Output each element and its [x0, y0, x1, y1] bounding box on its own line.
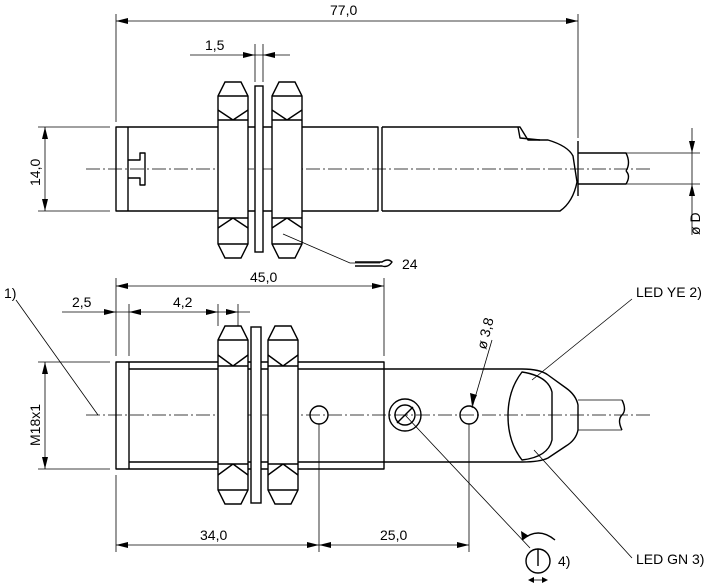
dim-25s-arrow-r [129, 309, 141, 315]
led-dia-arrow [470, 393, 477, 406]
dim-m18-label: M18x1 [27, 404, 43, 446]
bottom-nut-left [217, 325, 249, 505]
dim-34-label: 34,0 [200, 527, 227, 543]
dim-25b-arrow-l [319, 542, 331, 548]
top-housing-slot [128, 152, 146, 186]
wrench-size-label: 24 [402, 256, 418, 272]
dim-15-label: 1,5 [205, 37, 225, 53]
dim-d-arrow-b [689, 184, 695, 196]
dim-45-arrow-l [116, 283, 128, 289]
bottom-cable-break [618, 399, 626, 431]
dim-42-label: 4,2 [173, 294, 193, 310]
bottom-view: 1) 45,0 2,5 4,2 ø 3,8 LED YE 2) [4, 269, 704, 583]
led-gn-leader [533, 449, 633, 559]
bottom-nut-right [267, 325, 299, 505]
dim-45-label: 45,0 [250, 269, 277, 285]
bottom-washer [250, 326, 262, 504]
dim-m18-arrow-b [42, 457, 48, 469]
top-rear-notch [517, 126, 541, 141]
note-4-label: 4) [558, 553, 570, 569]
potentiometer-inner [394, 404, 416, 426]
dim-77-arrow-l [116, 18, 128, 24]
bottom-housing [115, 361, 385, 470]
dim-45-arrow-r [372, 283, 384, 289]
dim-77-arrow-r [566, 18, 578, 24]
top-nut-right-facets [271, 95, 303, 245]
dim-25s-label: 2,5 [72, 294, 92, 310]
dim-d-label: ø D [687, 212, 703, 235]
led-gn-label: LED GN 3) [636, 551, 704, 567]
dim-m18-arrow-t [42, 362, 48, 374]
dim-14-label: 14,0 [27, 159, 43, 186]
top-nut-left [217, 81, 249, 259]
led-ye-label: LED YE 2) [636, 284, 702, 300]
bottom-led-window [507, 371, 553, 461]
bottom-nut-right-facets [267, 339, 299, 491]
wrench-leader [282, 233, 380, 264]
dim-15-arrow-r [263, 52, 275, 58]
dim-34-arrow-l [116, 542, 128, 548]
note-1-label: 1) [4, 285, 16, 301]
top-rear-section [382, 126, 578, 212]
led-dia-label: ø 3,8 [473, 316, 496, 351]
wrench-symbol-icon [355, 259, 393, 268]
dim-14-arrow-b [42, 199, 48, 211]
pot-rotate-arrow [521, 531, 529, 540]
led-ye-leader [531, 298, 633, 381]
dim-42-arrow-r [226, 309, 238, 315]
top-washer [254, 85, 264, 253]
top-view: 24 77,0 1,5 14,0 ø D [27, 2, 703, 272]
dim-25b-label: 25,0 [380, 527, 407, 543]
dim-14-arrow-t [42, 127, 48, 139]
top-nut-left-facets [217, 95, 249, 245]
dim-77-label: 77,0 [330, 2, 357, 18]
dim-25b-arrow-r [457, 542, 469, 548]
dim-34-arrow-r [307, 542, 319, 548]
pot-slide-arrow-l [528, 577, 534, 583]
pot-leader [404, 414, 531, 549]
dim-15-arrow-l [243, 52, 255, 58]
top-cable [578, 152, 630, 185]
bottom-nut-left-facets [217, 339, 249, 491]
dim-d-arrow-t [689, 141, 695, 153]
top-nut-right [271, 81, 303, 259]
potentiometer-outer [388, 398, 422, 432]
note-1-leader [15, 299, 99, 416]
dim-25s-arrow-l [104, 309, 116, 315]
dim-42-arrow-l [206, 309, 218, 315]
pot-slide-arrow-r [542, 577, 548, 583]
